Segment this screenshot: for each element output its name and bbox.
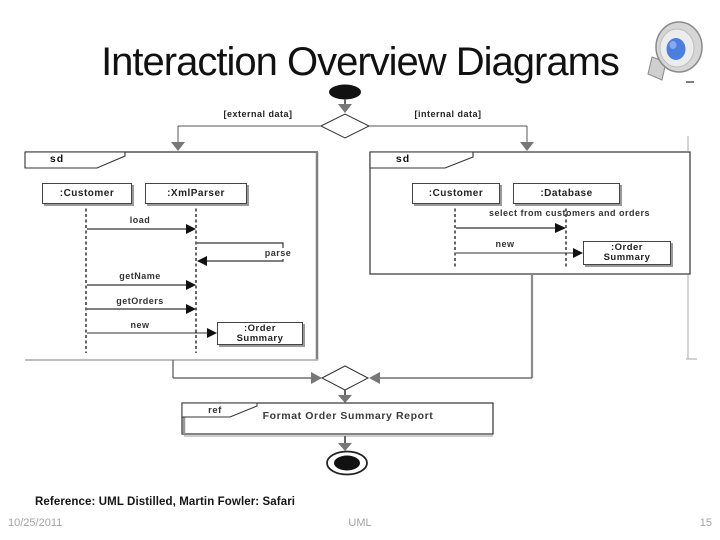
footer-center-label: UML [348, 517, 372, 529]
message-arrow-new-left [207, 328, 217, 338]
right-frame-tab-label: sd [395, 153, 411, 165]
object-box-order-summary-right: :Order Summary [583, 241, 671, 265]
object-box-customer-right: :Customer [412, 183, 500, 204]
speaker-highlight [669, 41, 677, 49]
object-label-line2: Summary [603, 252, 651, 263]
flow-arrowhead-initial [338, 104, 352, 113]
message-label-select: select from customers and orders [488, 208, 651, 218]
right-frame-tab [369, 151, 474, 169]
message-label-parse: parse [255, 248, 301, 259]
footer-page-number: 15 [699, 517, 712, 529]
flow-arrowhead-to-ref [338, 395, 352, 403]
object-label: :Database [540, 188, 593, 199]
flow-arrowhead-left-branch [171, 142, 185, 151]
message-label-getorders: getOrders [116, 296, 164, 306]
object-label-line1: :Order [243, 322, 277, 334]
final-node-inner [334, 455, 360, 471]
ref-frame-label: Format Order Summary Report [262, 410, 434, 422]
merge-diamond [320, 365, 370, 391]
object-box-database: :Database [513, 183, 620, 204]
message-arrow-parse [197, 256, 207, 266]
flow-arrowhead-merge-right [369, 372, 380, 384]
object-box-customer-left: :Customer [42, 183, 132, 204]
message-arrow-getorders [186, 304, 196, 314]
message-label-load: load [129, 215, 151, 225]
page-title: Interaction Overview Diagrams [101, 40, 620, 84]
object-box-xmlparser: :XmlParser [145, 183, 247, 204]
speaker-center [666, 38, 686, 60]
message-arrow-load [186, 224, 196, 234]
object-label: :Customer [59, 188, 115, 199]
left-frame-tab [24, 151, 126, 169]
object-label-line1: :Order [610, 242, 644, 253]
right-frame [369, 151, 691, 275]
flow-arrowhead-to-final [338, 443, 352, 451]
flow-arrowhead-merge-left [311, 372, 322, 384]
reference-text: Reference: UML Distilled, Martin Fowler:… [35, 496, 296, 508]
object-label: :XmlParser [167, 188, 225, 199]
object-label: :Customer [428, 188, 484, 199]
ref-frame-tab-label: ref [208, 405, 222, 416]
ref-frame-tab [181, 402, 258, 418]
message-arrow-new-right [573, 248, 583, 258]
guard-external-data: [external data] [223, 109, 293, 119]
object-box-order-summary-left: :Order Summary [217, 322, 303, 345]
guard-internal-data: [internal data] [414, 109, 482, 119]
left-frame-tab-label: sd [49, 153, 65, 165]
initial-node [329, 84, 361, 100]
message-label-new-right: new [495, 239, 515, 249]
speaker-icon[interactable] [647, 21, 703, 83]
message-label-getname: getName [119, 271, 161, 281]
object-label-line2: Summary [236, 332, 284, 344]
footer-date: 10/25/2011 [8, 517, 63, 529]
decision-diamond [319, 113, 371, 139]
message-arrow-getname [186, 280, 196, 290]
message-label-new-left: new [130, 320, 150, 330]
message-arrow-select [555, 223, 566, 233]
flow-arrowhead-right-branch [520, 142, 534, 151]
